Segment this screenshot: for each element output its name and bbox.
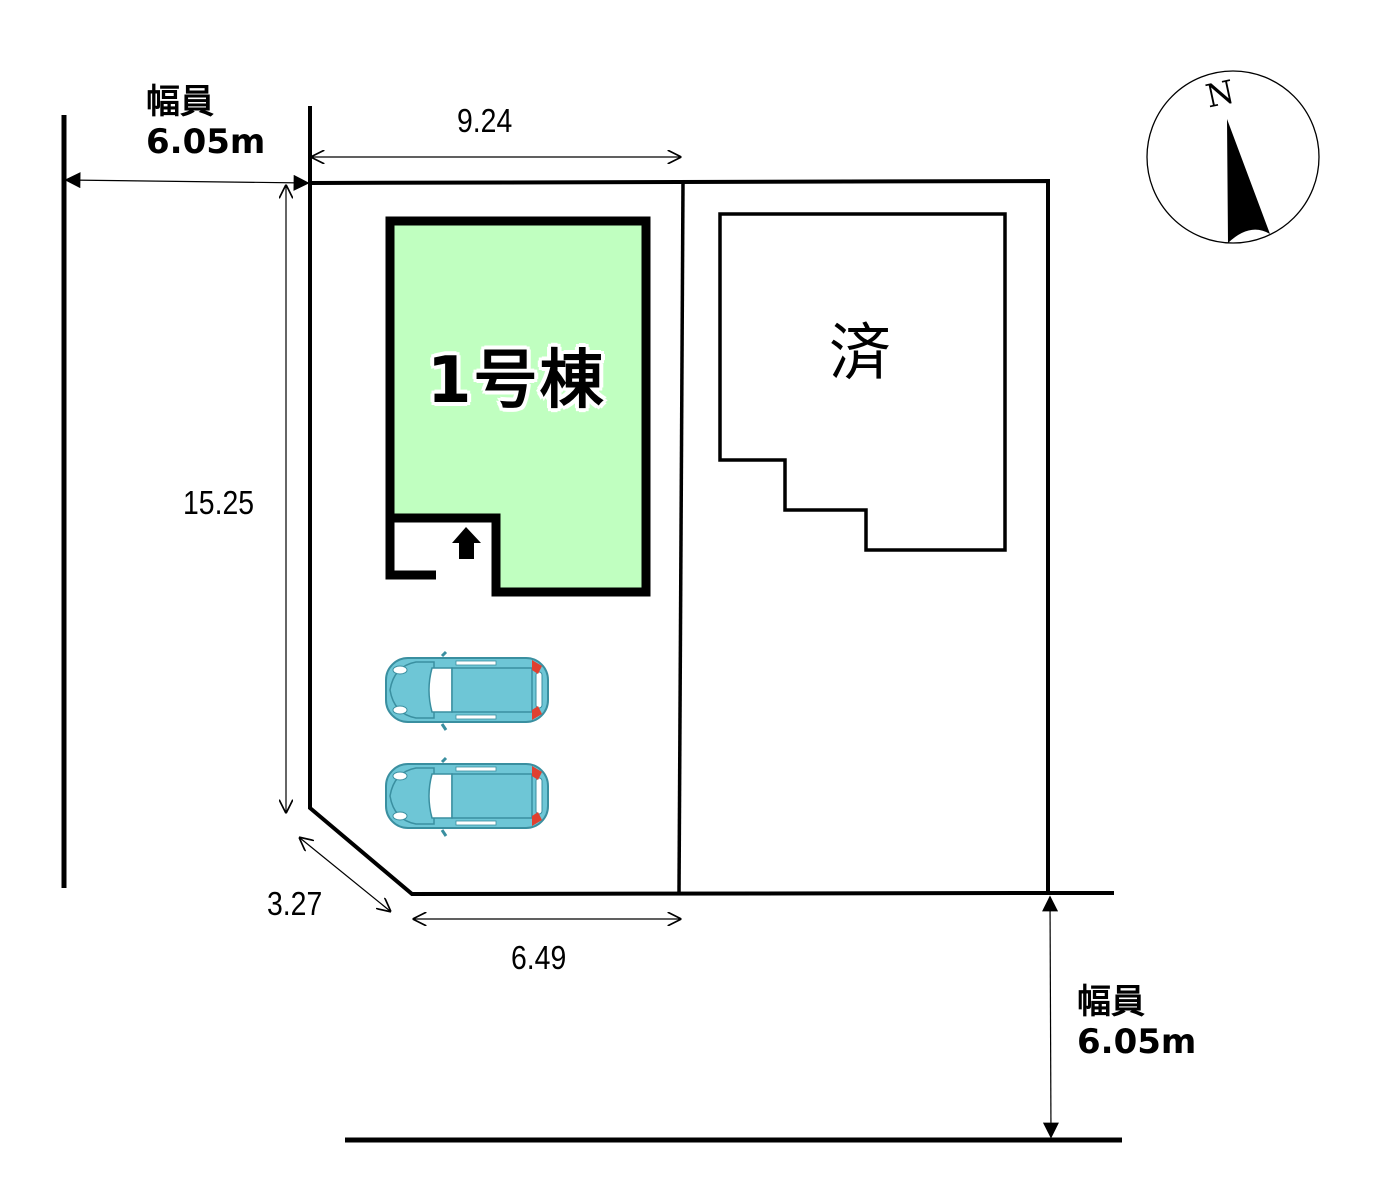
lot2-building xyxy=(718,212,1007,552)
entrance-arrow-icon xyxy=(452,527,481,559)
site-boundary xyxy=(308,178,1050,897)
north-frontage-label: 9.24 xyxy=(457,102,513,139)
lot2-sold-label: 済 xyxy=(829,316,892,389)
south-road-label-title: 幅員 xyxy=(1077,982,1145,1022)
lot1-label: 1号棟 xyxy=(427,344,606,418)
lot1-entrance-outline xyxy=(385,518,436,580)
south-road-label-width: 6.05m xyxy=(1077,1022,1197,1062)
west-road-label-title: 幅員 xyxy=(146,82,214,122)
car-icon-1 xyxy=(384,650,550,732)
west-road-label-width: 6.05m xyxy=(146,122,266,162)
west-depth-label: 15.25 xyxy=(183,484,255,521)
west-road-label: 幅員 6.05m xyxy=(146,82,265,162)
west-road-width-dimension xyxy=(64,172,310,191)
south-road-label: 幅員 6.05m xyxy=(1077,982,1196,1062)
car-icon-2 xyxy=(384,756,550,838)
south-frontage-label: 6.49 xyxy=(511,939,567,976)
corner-cut-label: 3.27 xyxy=(267,885,323,922)
south-road-width-dimension xyxy=(1042,895,1059,1139)
corner-cut-dimension xyxy=(300,838,390,911)
north-compass-icon xyxy=(1146,70,1320,244)
lot-divider xyxy=(677,181,685,895)
